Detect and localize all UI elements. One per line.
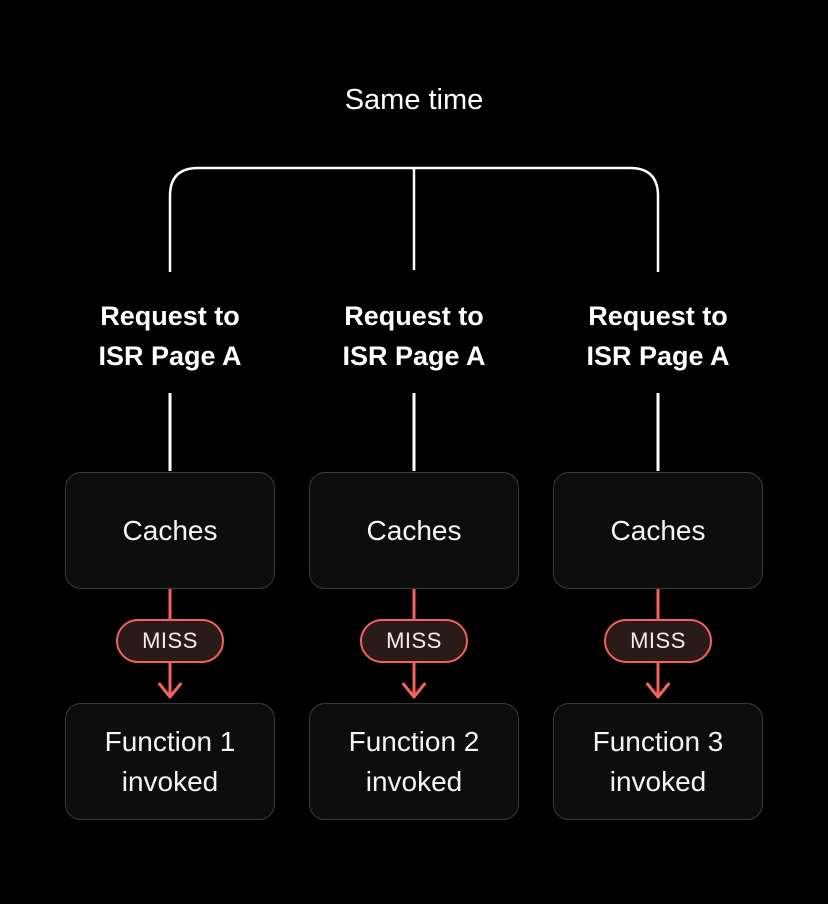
request-label-line1: Request to: [100, 301, 240, 331]
column-request-1: Request to ISR Page A Caches MISS Functi…: [65, 0, 275, 904]
request-label: Request to ISR Page A: [553, 296, 763, 376]
function-node-line1: Function 1: [104, 725, 236, 757]
function-node: Function 2 invoked: [309, 703, 519, 820]
miss-badge: MISS: [604, 619, 712, 663]
function-node-line2: invoked: [609, 765, 707, 797]
miss-badge: MISS: [360, 619, 468, 663]
miss-arrow-head-3: [646, 682, 670, 699]
request-label-line2: ISR Page A: [586, 341, 730, 371]
miss-arrow-head-2: [402, 682, 426, 699]
column-request-3: Request to ISR Page A Caches MISS Functi…: [553, 0, 763, 904]
cache-node-label: Caches: [122, 514, 218, 546]
cache-node: Caches: [309, 472, 519, 589]
cache-node: Caches: [553, 472, 763, 589]
miss-badge-label: MISS: [142, 628, 198, 653]
request-label-line2: ISR Page A: [342, 341, 486, 371]
diagram-title: Same time: [344, 84, 484, 116]
column-request-2: Request to ISR Page A Caches MISS Functi…: [309, 0, 519, 904]
cache-node: Caches: [65, 472, 275, 589]
miss-badge-label: MISS: [630, 628, 686, 653]
request-label-line2: ISR Page A: [98, 341, 242, 371]
request-label: Request to ISR Page A: [309, 296, 519, 376]
cache-node-label: Caches: [610, 514, 706, 546]
function-node: Function 3 invoked: [553, 703, 763, 820]
function-node-line2: invoked: [121, 765, 219, 797]
function-node-line2: invoked: [365, 765, 463, 797]
miss-badge-label: MISS: [386, 628, 442, 653]
cache-node-label: Caches: [366, 514, 462, 546]
request-label-line1: Request to: [344, 301, 484, 331]
function-node-line1: Function 2: [348, 725, 480, 757]
function-node-line1: Function 3: [592, 725, 724, 757]
miss-badge: MISS: [116, 619, 224, 663]
request-label-line1: Request to: [588, 301, 728, 331]
request-label: Request to ISR Page A: [65, 296, 275, 376]
miss-arrow-head-1: [158, 682, 182, 699]
function-node: Function 1 invoked: [65, 703, 275, 820]
